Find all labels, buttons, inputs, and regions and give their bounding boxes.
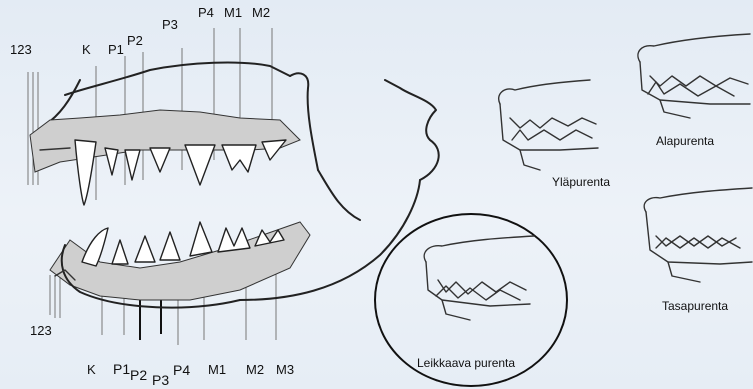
lower-m2-label: M2 xyxy=(246,363,264,376)
bite-overshot-sketch xyxy=(499,80,598,170)
lower-p2-label: P2 xyxy=(130,368,147,382)
upper-p4-label: P4 xyxy=(198,6,214,19)
skull-drawing xyxy=(30,63,318,205)
bite-scissor-caption: Leikkaava purenta xyxy=(417,357,515,369)
upper-m1-label: M1 xyxy=(224,6,242,19)
lower-p4-label: P4 xyxy=(173,363,190,377)
lower-m3-label: M3 xyxy=(276,363,294,376)
upper-p3-label: P3 xyxy=(162,18,178,31)
lower-p1-label: P1 xyxy=(113,362,130,376)
lower-incisors-label: 123 xyxy=(30,324,52,337)
upper-m2-label: M2 xyxy=(252,6,270,19)
upper-p2-label: P2 xyxy=(127,34,143,47)
lower-m1-label: M1 xyxy=(208,363,226,376)
upper-canine-label: K xyxy=(82,43,91,56)
bite-overshot-caption: Yläpurenta xyxy=(552,176,610,188)
bite-level-sketch xyxy=(644,188,752,282)
bite-level-caption: Tasapurenta xyxy=(662,300,728,312)
bite-undershot-caption: Alapurenta xyxy=(656,135,714,147)
lower-canine-label: K xyxy=(87,363,96,376)
bite-undershot-sketch xyxy=(638,34,750,118)
upper-p1-label: P1 xyxy=(108,43,124,56)
lower-p3-label: P3 xyxy=(152,373,169,387)
upper-incisors-label: 123 xyxy=(10,43,32,56)
